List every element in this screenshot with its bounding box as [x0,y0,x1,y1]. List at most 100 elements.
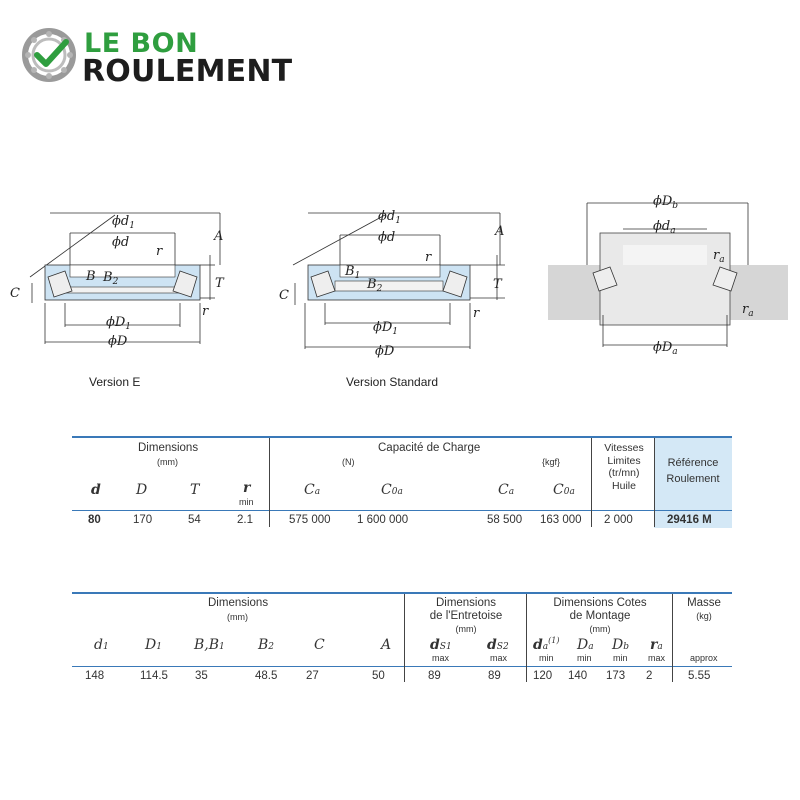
label-r-top: r [156,244,163,259]
brand-logo: LE BON ROULEMENT [22,26,302,89]
sym-d: d [91,482,101,498]
table2-divider [672,594,673,682]
value-ds2: 89 [488,670,501,682]
sym-B-B1: B,B1 [194,637,225,653]
label-d1: ϕd1 [378,209,401,226]
label-ra-top: ra [713,248,725,265]
value-C0a-n: 1 600 000 [357,514,409,526]
value-r: 2.1 [237,514,253,526]
label-C: C [279,288,289,303]
label-r-top: r [425,250,432,265]
value-reference: 29416 M [667,514,712,526]
label-B1: B1 [344,264,360,281]
diagram-version-e: ϕd1 ϕd r A B B2 T C r ϕD1 ϕD [10,212,225,349]
value-B-B1: 35 [195,670,208,682]
label-B: B [85,269,96,284]
reference-highlight [654,437,732,528]
sym-D1: D1 [145,637,162,653]
label-D1: ϕD1 [106,315,131,332]
sym-Ca-kgf: Ca [498,482,515,498]
table2-top-rule [72,592,732,594]
label-A: A [494,224,504,239]
value-C: 27 [306,670,319,682]
sym-C0a-kgf: C0a [553,482,575,498]
table1-header-rule [72,510,732,511]
sym-approx: approx [690,653,718,663]
value-D: 170 [133,514,153,526]
value-d1: 148 [85,670,105,682]
sym-r-min: min [239,497,254,507]
label-Db: ϕDb [653,194,678,211]
label-B2: B2 [102,270,119,287]
label-da: ϕda [653,219,676,236]
value-D1: 114.5 [140,670,168,682]
table1-capacity-unit-kgf: {kgf} [542,457,561,467]
label-D: ϕD [108,334,128,349]
sym-T: T [190,482,200,498]
label-D: ϕD [375,344,395,359]
sym-B2: B2 [258,637,275,653]
value-Ca-kgf: 58 500 [487,514,523,526]
sym-da: da(1) [533,636,560,653]
table1-capacity-unit-n: (N) [342,457,355,467]
brand-line1: LE BON [84,28,199,59]
value-A: 50 [372,670,385,682]
diagram-mounting: ϕDb ϕda ra ra ϕDa [548,194,788,357]
table1-capacity-title: Capacité de Charge [378,442,481,454]
table2-dimensions-unit: (mm) [227,612,248,622]
label-r-bottom: r [473,306,480,321]
label-A: A [213,229,223,244]
sym-Da: Da [577,637,594,653]
label-r-bottom: r [202,304,209,319]
value-B2: 48.5 [255,670,278,682]
sym-C0a: C0a [381,482,403,498]
sym-Da-min: min [577,653,592,663]
table2-header-rule [72,666,732,667]
label-B2: B2 [366,277,383,294]
sym-ra-max: max [648,653,666,663]
sym-da-min: min [539,653,554,663]
sym-A: A [381,637,392,653]
table1-divider [591,438,592,527]
sym-r: r [243,480,251,496]
sym-ds2: dS2 [487,637,509,653]
label-d: ϕd [378,230,395,245]
value-ds1: 89 [428,670,441,682]
label-d1: ϕd1 [112,214,135,231]
sym-ds1-max: max [432,653,450,663]
diagram-version-standard: ϕd1 ϕd r A B1 B2 T C r ϕD1 ϕD [279,209,505,359]
sym-C: C [314,637,325,653]
value-da: 120 [533,670,553,682]
sym-Db-min: min [613,653,628,663]
sym-Ca: Ca [304,482,321,498]
value-Ca-n: 575 000 [289,514,331,526]
value-Db: 173 [606,670,626,682]
sym-ds2-max: max [490,653,508,663]
table1-dimensions-unit: (mm) [157,457,178,467]
value-C0a-kgf: 163 000 [540,514,582,526]
label-d: ϕd [112,235,129,250]
caption-version-standard: Version Standard [346,375,439,389]
brand-line2: ROULEMENT [82,54,293,89]
caption-version-e: Version E [89,375,141,389]
table1-top-rule [72,436,732,438]
table2-mass-title: Masse(kg) [687,597,721,621]
sym-Db: Db [612,637,629,653]
sym-ds1: dS1 [430,637,452,653]
value-ra: 2 [646,670,653,682]
value-Da: 140 [568,670,588,682]
label-D1: ϕD1 [373,320,398,337]
table2-divider [404,594,405,682]
table2-dimensions-title: Dimensions [208,597,269,609]
sym-ra: ra [650,637,663,653]
value-T: 54 [188,514,201,526]
table1-divider [269,438,270,527]
table1-divider [654,438,655,527]
value-mass: 5.55 [688,670,711,682]
value-speed: 2 000 [604,514,633,526]
table2-divider [526,594,527,682]
